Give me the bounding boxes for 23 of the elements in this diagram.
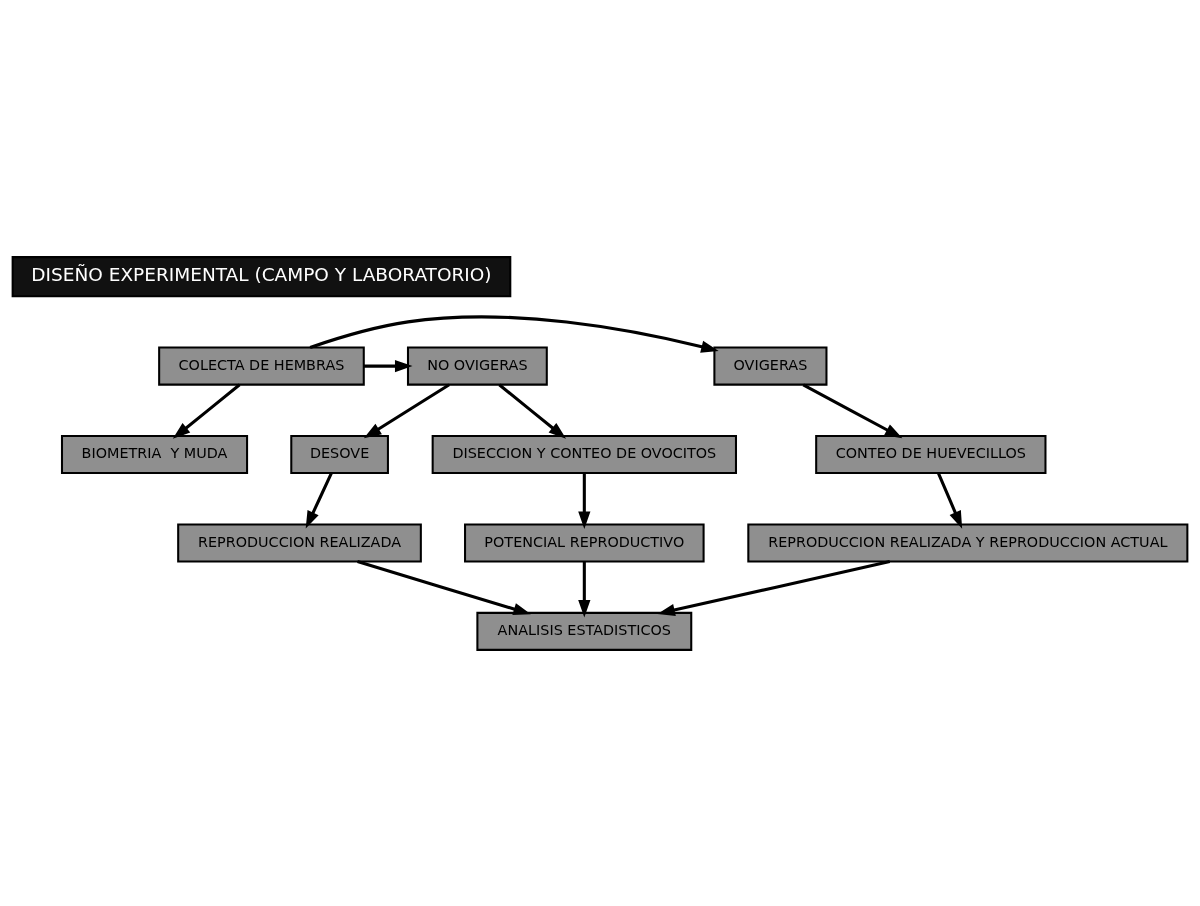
node-box: DESOVE [290,434,389,474]
node-box: CONTEO DE HUEVECILLOS [815,434,1047,474]
arrow [309,314,719,353]
arrow [357,559,531,615]
arrow [305,472,333,529]
node-box: DISEÑO EXPERIMENTAL (CAMPO Y LABORATORIO) [11,255,512,297]
arrow [578,472,591,529]
node-box: DISECCION Y CONTEO DE OVOCITOS [431,434,737,474]
arrow [937,472,963,529]
arrow [802,382,903,438]
arrow [363,383,450,438]
arrow [578,561,591,617]
arrow [363,359,413,372]
node-box: REPRODUCCION REALIZADA Y REPRODUCCION ACTUAL [747,522,1189,562]
node-box: NO OVIGERAS [406,346,548,386]
arrow [172,383,241,439]
node-box: ANALISIS ESTADISTICOS [476,611,693,651]
node-box: BIOMETRIA Y MUDA [60,434,249,474]
arrow [498,383,567,439]
node-box: COLECTA DE HEMBRAS [158,346,365,386]
node-box: REPRODUCCION REALIZADA [177,522,422,562]
node-box: POTENCIAL REPRODUCTIVO [464,522,705,562]
node-box: OVIGERAS [713,346,828,386]
